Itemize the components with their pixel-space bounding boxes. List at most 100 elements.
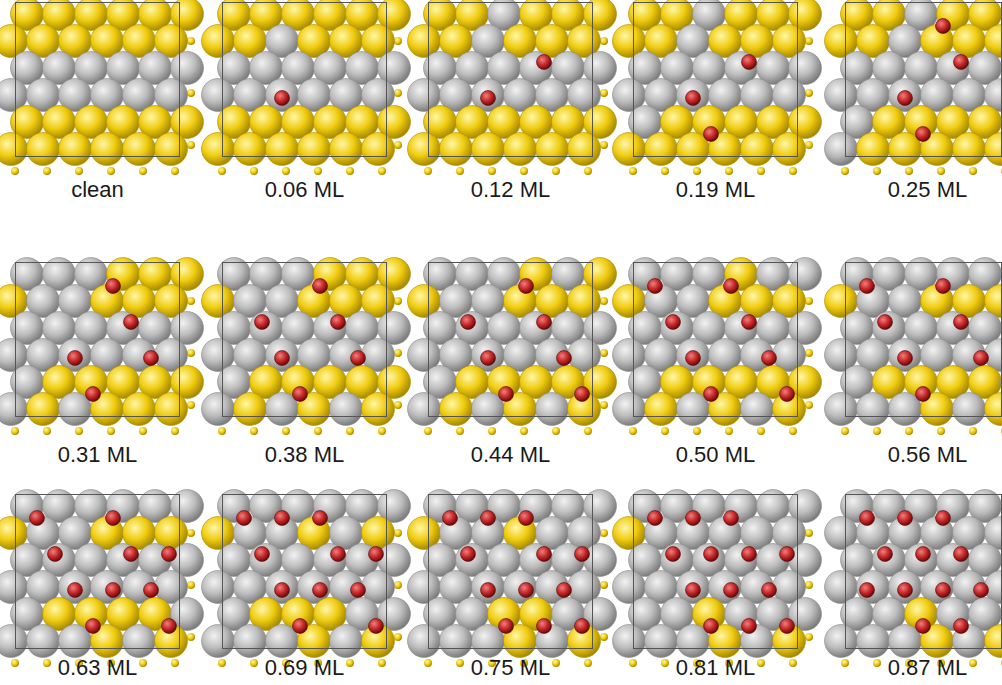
surface-atom bbox=[155, 393, 188, 426]
surface-atom bbox=[234, 133, 267, 166]
adsorbate-atom bbox=[369, 547, 384, 562]
coverage-label: 0.38 ML bbox=[265, 443, 345, 467]
surface-atom bbox=[504, 133, 537, 166]
adsorbate-atom bbox=[954, 55, 969, 70]
adsorbate-atom bbox=[742, 315, 757, 330]
adsorbate-atom bbox=[255, 547, 270, 562]
subsurface-atom bbox=[969, 659, 977, 667]
supercell-frame bbox=[223, 495, 387, 649]
adsorbate-atom bbox=[648, 279, 663, 294]
subsurface-atom bbox=[394, 581, 402, 589]
subsurface-atom bbox=[805, 89, 813, 97]
supercell-frame bbox=[16, 495, 180, 649]
subsurface-atom bbox=[789, 427, 797, 435]
adsorbate-atom bbox=[461, 547, 476, 562]
adsorbate-atom bbox=[575, 547, 590, 562]
surface-atom bbox=[953, 393, 986, 426]
subsurface-atom bbox=[600, 297, 608, 305]
surface-atom bbox=[741, 133, 774, 166]
adsorbate-atom bbox=[86, 387, 101, 402]
adsorbate-atom bbox=[575, 619, 590, 634]
slab-panel bbox=[408, 258, 617, 436]
subsurface-atom bbox=[757, 427, 765, 435]
adsorbate-atom bbox=[124, 315, 139, 330]
adsorbate-atom bbox=[780, 387, 795, 402]
adsorbate-atom bbox=[974, 583, 989, 598]
adsorbate-atom bbox=[666, 547, 681, 562]
subsurface-atom bbox=[584, 167, 592, 175]
surface-atom bbox=[0, 133, 28, 166]
supercell-frame bbox=[223, 263, 387, 417]
subsurface-atom bbox=[841, 427, 849, 435]
subsurface-atom bbox=[905, 167, 913, 175]
subsurface-atom bbox=[394, 297, 402, 305]
subsurface-atom bbox=[250, 167, 258, 175]
adsorbate-atom bbox=[557, 583, 572, 598]
surface-atom bbox=[91, 133, 124, 166]
adsorbate-atom bbox=[537, 619, 552, 634]
adsorbate-atom bbox=[124, 547, 139, 562]
subsurface-atom bbox=[1001, 659, 1002, 667]
subsurface-atom bbox=[584, 427, 592, 435]
adsorbate-atom bbox=[499, 619, 514, 634]
surface-atom bbox=[202, 133, 235, 166]
subsurface-atom bbox=[841, 659, 849, 667]
subsurface-atom bbox=[346, 167, 354, 175]
coverage-label: 0.69 ML bbox=[265, 656, 345, 680]
subsurface-atom bbox=[629, 167, 637, 175]
adsorbate-atom bbox=[762, 583, 777, 598]
adsorbate-atom bbox=[916, 619, 931, 634]
slab-panel bbox=[825, 0, 1002, 175]
surface-atom bbox=[123, 625, 156, 658]
adsorbate-atom bbox=[936, 511, 951, 526]
adsorbate-atom bbox=[742, 619, 757, 634]
adsorbate-atom bbox=[293, 619, 308, 634]
surface-atom bbox=[857, 133, 890, 166]
surface-atom bbox=[440, 625, 473, 658]
adsorbate-atom bbox=[351, 351, 366, 366]
coverage-label: 0.81 ML bbox=[676, 656, 756, 680]
slab-panel bbox=[0, 258, 204, 436]
surface-atom bbox=[123, 393, 156, 426]
surface-atom bbox=[330, 625, 363, 658]
subsurface-atom bbox=[600, 37, 608, 45]
subsurface-atom bbox=[218, 427, 226, 435]
subsurface-atom bbox=[394, 633, 402, 641]
subsurface-atom bbox=[394, 529, 402, 537]
surface-atom bbox=[985, 133, 1002, 166]
subsurface-atom bbox=[873, 659, 881, 667]
adsorbate-atom bbox=[106, 583, 121, 598]
adsorbate-atom bbox=[237, 511, 252, 526]
subsurface-atom bbox=[520, 167, 528, 175]
adsorbate-atom bbox=[48, 547, 63, 562]
adsorbate-atom bbox=[275, 511, 290, 526]
adsorbate-atom bbox=[331, 315, 346, 330]
adsorbate-atom bbox=[30, 511, 45, 526]
adsorbate-atom bbox=[575, 387, 590, 402]
subsurface-atom bbox=[937, 427, 945, 435]
supercell-frame bbox=[846, 263, 1002, 417]
subsurface-atom bbox=[873, 167, 881, 175]
surface-atom bbox=[953, 133, 986, 166]
surface-atom bbox=[59, 133, 92, 166]
subsurface-atom bbox=[629, 427, 637, 435]
surface-atom bbox=[613, 393, 646, 426]
adsorbate-atom bbox=[780, 619, 795, 634]
coverage-label: 0.50 ML bbox=[676, 443, 756, 467]
adsorbate-atom bbox=[704, 547, 719, 562]
surface-atom bbox=[825, 625, 858, 658]
surface-atom bbox=[825, 393, 858, 426]
subsurface-atom bbox=[937, 167, 945, 175]
coverage-label: 0.25 ML bbox=[888, 178, 968, 202]
subsurface-atom bbox=[139, 659, 147, 667]
adsorbate-atom bbox=[275, 351, 290, 366]
subsurface-atom bbox=[424, 427, 432, 435]
adsorbate-atom bbox=[106, 279, 121, 294]
slab-panel bbox=[825, 258, 1002, 436]
slab-panel bbox=[202, 258, 411, 436]
adsorbate-atom bbox=[255, 315, 270, 330]
adsorbate-atom bbox=[519, 583, 534, 598]
subsurface-atom bbox=[43, 167, 51, 175]
adsorbate-atom bbox=[762, 351, 777, 366]
